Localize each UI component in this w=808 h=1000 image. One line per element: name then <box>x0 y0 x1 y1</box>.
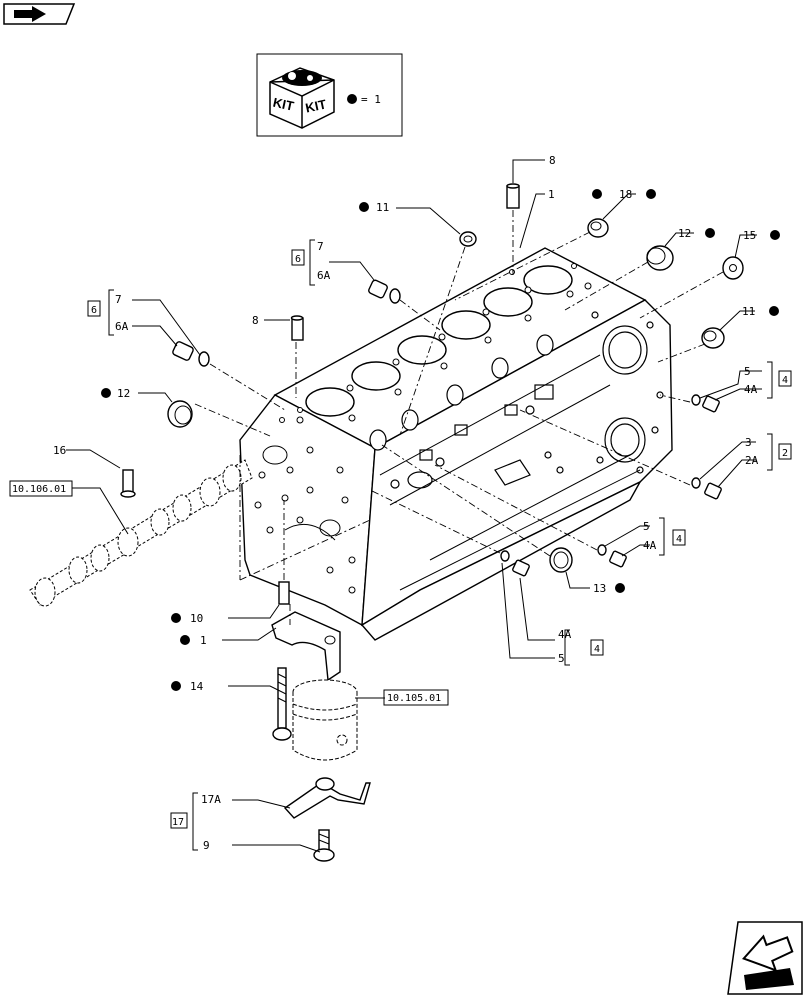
callout-12-upper: 12 <box>678 227 691 240</box>
group-17: 17 <box>172 817 184 828</box>
callout-14: 14 <box>190 680 204 693</box>
callout-2A: 2A <box>745 454 759 467</box>
callout-9: 9 <box>203 839 210 852</box>
cup-plug-12-left <box>167 400 193 428</box>
bolt-14 <box>272 667 292 741</box>
dowel-pin-lower <box>290 315 304 341</box>
callout-1-lower: 1 <box>200 634 207 647</box>
group-boxes: 6 6 4 2 4 4 17 <box>87 249 792 829</box>
callout-4A-upper: 4A <box>744 383 758 396</box>
group-4-middle: 4 <box>676 534 682 545</box>
kit-word-2: KIT <box>304 96 328 115</box>
kit-bullets <box>101 189 780 691</box>
next-arrow-icon[interactable] <box>727 921 803 995</box>
dowel-pin-upper <box>506 183 520 209</box>
callout-8-lower: 8 <box>252 314 259 327</box>
main-bearing-cap <box>271 611 341 682</box>
reference-boxes[interactable]: 10.106.01 10.105.01 <box>9 480 449 706</box>
group-6-top: 6 <box>295 254 301 265</box>
callout-1-upper: 1 <box>548 188 555 201</box>
ref-piston: 10.105.01 <box>387 693 441 704</box>
group-2: 2 <box>782 448 788 459</box>
plug-7-top <box>368 279 401 304</box>
camshaft <box>29 459 253 607</box>
callout-5-middle: 5 <box>643 520 650 533</box>
bullet-dot <box>347 94 357 104</box>
dowel-10 <box>278 581 290 605</box>
back-arrow-icon[interactable] <box>3 3 76 25</box>
alignment-lines <box>194 210 724 625</box>
plug-11-right <box>701 327 725 349</box>
piston-reference <box>292 679 358 761</box>
callout-5-lower: 5 <box>558 652 565 665</box>
plug-4A-upper <box>702 395 720 413</box>
plug-4A-middle <box>609 550 627 568</box>
plug-7-left <box>172 341 210 367</box>
group-4-lower: 4 <box>594 644 600 655</box>
ring-13 <box>549 547 573 573</box>
callout-7-left: 7 <box>115 293 122 306</box>
washer-5-upper <box>691 394 701 406</box>
callout-16: 16 <box>53 444 66 457</box>
kit-word-1: KIT <box>272 95 296 114</box>
callout-7-top: 7 <box>317 240 324 253</box>
small-parts <box>120 183 744 862</box>
oil-jet-17A <box>283 777 371 819</box>
callout-4A-lower: 4A <box>558 628 572 641</box>
callout-12-left: 12 <box>117 387 130 400</box>
kit-legend: KIT KIT = 1 <box>256 53 403 137</box>
ref-camshaft: 10.106.01 <box>12 484 66 495</box>
leader-lines <box>66 159 762 853</box>
group-6-left: 6 <box>91 305 97 316</box>
callout-numbers: 8 1 18 11 7 6A 12 15 7 6A 8 11 12 5 4A 3… <box>53 154 759 852</box>
plug-15 <box>722 256 744 280</box>
cylinder-bores <box>305 265 573 417</box>
callout-6A-left: 6A <box>115 320 129 333</box>
plug-11-upper <box>459 231 477 247</box>
brackets <box>108 239 773 851</box>
callout-11-right: 11 <box>742 305 755 318</box>
washer-5-middle <box>597 544 607 556</box>
plug-18 <box>587 218 609 238</box>
plug-2A <box>704 482 722 500</box>
kit-icon: KIT KIT <box>269 67 335 129</box>
washer-5-lower <box>500 550 510 562</box>
washer-3 <box>691 477 701 489</box>
plug-4A-lower <box>512 559 530 577</box>
callout-15: 15 <box>743 229 756 242</box>
callout-3: 3 <box>745 436 752 449</box>
kit-equals-text: = 1 <box>361 93 381 106</box>
engine-block <box>239 247 673 641</box>
callout-4A-middle: 4A <box>643 539 657 552</box>
bolt-9 <box>313 829 335 862</box>
callout-11-upper: 11 <box>376 201 389 214</box>
pin-16 <box>120 469 136 498</box>
callout-5-upper: 5 <box>744 365 751 378</box>
callout-13: 13 <box>593 582 606 595</box>
group-4-upper: 4 <box>782 375 788 386</box>
callout-10: 10 <box>190 612 203 625</box>
cup-plug-12-upper <box>646 245 674 271</box>
callout-18: 18 <box>619 188 632 201</box>
callout-8-upper: 8 <box>549 154 556 167</box>
callout-6A-top: 6A <box>317 269 331 282</box>
callout-17A: 17A <box>201 793 221 806</box>
